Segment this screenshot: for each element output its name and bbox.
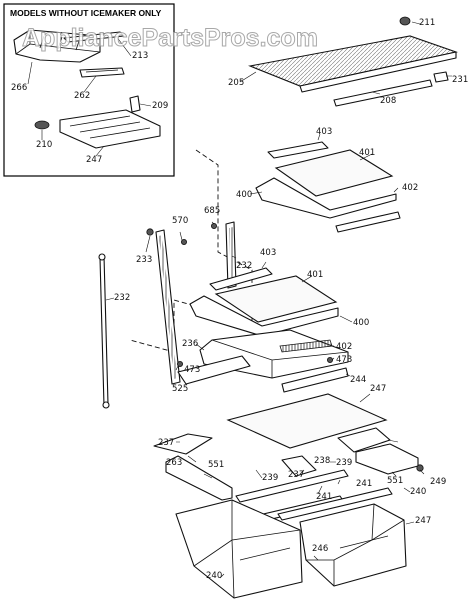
upper-shelf-assembly bbox=[249, 133, 401, 233]
callout-232-right: 232 bbox=[236, 261, 252, 271]
callout-685: 685 bbox=[204, 206, 220, 216]
callout-236: 236 bbox=[182, 339, 198, 349]
end-cap bbox=[399, 16, 411, 26]
callout-400-middle: 400 bbox=[353, 318, 369, 328]
crisper-cover-assembly bbox=[153, 393, 399, 463]
upper-shelf-trim-403 bbox=[267, 141, 329, 159]
drawer-rod-right bbox=[277, 487, 393, 521]
callout-401-upper: 401 bbox=[359, 148, 375, 158]
ice-bin-tray bbox=[59, 109, 161, 149]
drawer-slide bbox=[177, 355, 251, 385]
callout-238: 238 bbox=[314, 456, 330, 466]
middle-shelf-frame bbox=[189, 295, 339, 337]
callout-205: 205 bbox=[228, 78, 244, 88]
callout-239-left: 239 bbox=[262, 473, 278, 483]
callout-403-middle: 403 bbox=[260, 248, 276, 258]
drawer-rod-front bbox=[235, 469, 349, 503]
callout-233: 233 bbox=[136, 255, 152, 265]
callout-247-upper: 247 bbox=[370, 384, 386, 394]
callout-240-right: 240 bbox=[410, 487, 426, 497]
side-rails bbox=[98, 149, 253, 409]
middle-shelf-trim-403 bbox=[209, 267, 273, 291]
callout-237-left: 237 bbox=[158, 438, 174, 448]
callout-249: 249 bbox=[430, 477, 446, 487]
cover-support-left bbox=[153, 433, 213, 455]
callout-551-left: 551 bbox=[208, 460, 224, 470]
svg-text:209: 209 bbox=[152, 101, 168, 111]
auger bbox=[63, 31, 125, 43]
inset-title: MODELS WITHOUT ICEMAKER ONLY bbox=[10, 8, 162, 18]
shelf-rail bbox=[333, 79, 433, 107]
clip bbox=[129, 95, 141, 113]
crisper-frame-assembly bbox=[175, 329, 351, 393]
screw-233 bbox=[146, 228, 154, 236]
svg-text:247: 247 bbox=[86, 155, 102, 165]
callout-247-lower: 247 bbox=[415, 516, 431, 526]
svg-text:213: 213 bbox=[132, 51, 148, 61]
knob bbox=[34, 120, 50, 130]
callout-263: 263 bbox=[166, 458, 182, 468]
middle-glass-shelf bbox=[214, 275, 338, 323]
lower-drawer-assembly bbox=[165, 443, 425, 599]
callout-labels: 211 205 208 231 403 401 400 402 685 570 … bbox=[114, 18, 468, 581]
callout-241-right: 241 bbox=[356, 479, 372, 489]
frame-support-244 bbox=[281, 367, 349, 393]
callout-473-left: 473 bbox=[184, 365, 200, 375]
callout-246: 246 bbox=[312, 544, 328, 554]
callout-211: 211 bbox=[419, 18, 435, 28]
cover-support-right bbox=[337, 427, 391, 453]
screw-685 bbox=[210, 222, 217, 229]
callout-402-middle: 402 bbox=[336, 342, 352, 352]
svg-text:210: 210 bbox=[36, 140, 52, 150]
callout-237-middle: 237 bbox=[288, 470, 304, 480]
drawer-rail-left bbox=[165, 455, 233, 501]
screw-249 bbox=[416, 464, 424, 472]
center-divider bbox=[281, 455, 317, 477]
clip-473-left bbox=[176, 360, 183, 367]
shelf-support bbox=[433, 71, 449, 83]
screw-570 bbox=[180, 238, 187, 245]
upper-shelf-trim-402 bbox=[335, 211, 401, 233]
callout-570: 570 bbox=[172, 216, 188, 226]
callout-239-right: 239 bbox=[336, 458, 352, 468]
clip-473-right bbox=[326, 356, 333, 363]
callout-231: 231 bbox=[452, 75, 468, 85]
crisper-cover-glass bbox=[226, 393, 388, 449]
callout-241-middle: 241 bbox=[316, 492, 332, 502]
side-rod bbox=[99, 255, 109, 407]
callout-400-upper: 400 bbox=[236, 190, 252, 200]
callout-473-right: 473 bbox=[336, 355, 352, 365]
callout-403-upper: 403 bbox=[316, 127, 332, 137]
inset-box: MODELS WITHOUT ICEMAKER ONLY 213 266 262… bbox=[3, 3, 175, 177]
callout-244: 244 bbox=[350, 375, 366, 385]
wire-shelf-assembly bbox=[239, 16, 459, 107]
callout-232-left: 232 bbox=[114, 293, 130, 303]
callout-208: 208 bbox=[380, 96, 396, 106]
callout-402-upper: 402 bbox=[402, 183, 418, 193]
callout-401-middle: 401 bbox=[307, 270, 323, 280]
callout-240-left: 240 bbox=[206, 571, 222, 581]
callout-525: 525 bbox=[172, 384, 188, 394]
svg-text:262: 262 bbox=[74, 91, 90, 101]
middle-shelf-assembly bbox=[189, 261, 353, 337]
upper-glass-shelf bbox=[274, 149, 394, 197]
svg-text:266: 266 bbox=[11, 83, 27, 93]
callout-551-right: 551 bbox=[387, 476, 403, 486]
watermark: AppliancePartsPros.com bbox=[22, 24, 318, 52]
upper-shelf-frame bbox=[255, 177, 397, 219]
